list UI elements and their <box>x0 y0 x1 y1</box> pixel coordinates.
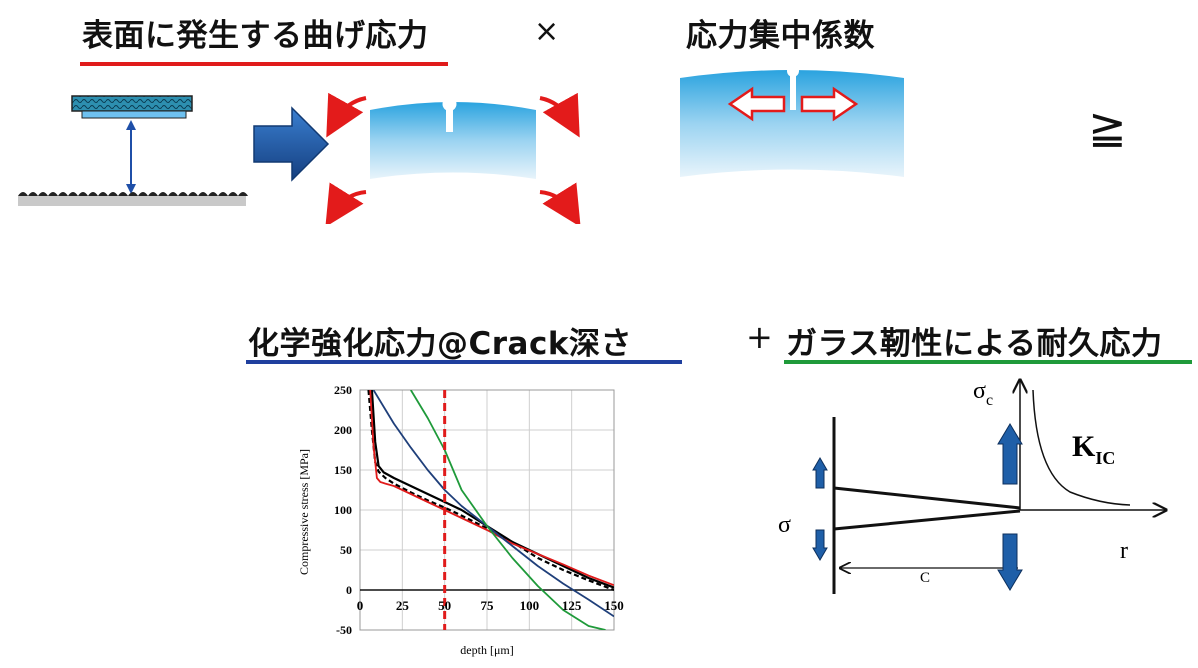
series-line-3 <box>369 390 614 587</box>
y-axis-label: Compressive stress [MPa] <box>297 449 311 575</box>
series-line-2 <box>367 390 614 592</box>
c-label: C <box>920 570 930 586</box>
x-tick-label: 75 <box>481 598 495 613</box>
y-tick-label: 100 <box>334 503 352 517</box>
crack-tip-diagram: σc KIC σ r C <box>778 378 1180 594</box>
times-symbol: × <box>534 14 560 49</box>
sigma-c-label: σ <box>973 378 986 404</box>
left-hollow-arrow-icon <box>727 86 786 122</box>
k-label: K <box>1072 430 1096 463</box>
x-tick-label: 100 <box>520 598 540 613</box>
x-axis-label: depth [μm] <box>460 643 513 657</box>
k-field-curve <box>1032 389 1131 506</box>
up-small-arrow-icon <box>812 457 828 489</box>
bent-glass-illustration <box>325 92 581 224</box>
stress-concentration-illustration <box>680 65 904 177</box>
concentration-factor-heading: 応力集中係数 <box>686 18 875 54</box>
bending-stress-heading: 表面に発生する曲げ応力 <box>82 18 429 54</box>
stress-depth-chart: 0 25 50 75 100 125 150 250 200 150 100 50 0 -50 Compr… <box>297 383 624 657</box>
green-underline <box>784 360 1192 364</box>
red-underline <box>80 62 448 66</box>
y-tick-label: 150 <box>334 463 352 477</box>
series-line-1 <box>370 390 614 589</box>
down-small-arrow-icon <box>812 529 828 561</box>
right-hollow-arrow-icon <box>800 86 859 122</box>
down-large-arrow-icon <box>997 533 1023 591</box>
chemical-stress-heading: 化学強化応力@Crack深さ <box>248 326 632 362</box>
x-tick-label: 125 <box>562 598 582 613</box>
x-tick-label: 25 <box>396 598 410 613</box>
y-tick-label: 200 <box>334 423 352 437</box>
plot-frame <box>359 389 615 631</box>
svg-text:σc: σc <box>973 378 993 409</box>
series-line-4 <box>372 390 614 618</box>
y-tick-label: 250 <box>334 383 352 397</box>
series-line-5 <box>410 390 606 630</box>
k-subscript: IC <box>1095 448 1115 468</box>
bending-setup-illustration <box>18 95 248 206</box>
r-label: r <box>1120 538 1128 564</box>
y-tick-label: -50 <box>336 623 352 637</box>
rough-surface <box>18 192 248 206</box>
plus-symbol: + <box>746 318 773 356</box>
x-tick-label: 0 <box>357 598 364 613</box>
y-tick-label: 0 <box>346 583 352 597</box>
geq-symbol: ≧ <box>1088 100 1127 154</box>
glass-plate <box>71 95 193 112</box>
glass-base <box>81 110 187 119</box>
x-tick-label: 150 <box>604 598 624 613</box>
x-tick-label: 50 <box>438 598 451 613</box>
blue-underline <box>246 360 682 364</box>
sigma-c-subscript: c <box>986 392 993 409</box>
toughness-stress-heading: ガラス靭性による耐久応力 <box>786 326 1163 362</box>
y-tick-label: 50 <box>340 543 352 557</box>
up-large-arrow-icon <box>997 423 1023 485</box>
big-right-arrow-icon <box>253 106 330 182</box>
svg-text:KIC: KIC <box>1072 430 1115 468</box>
sigma-label: σ <box>778 512 791 538</box>
